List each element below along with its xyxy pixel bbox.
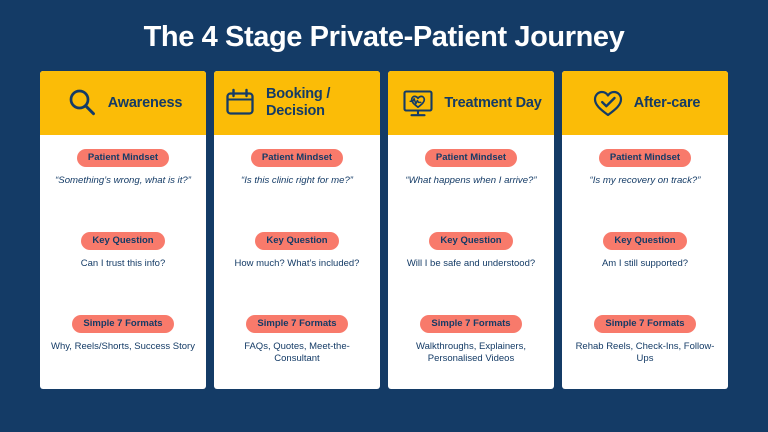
formats-section: Simple 7 Formats Rehab Reels, Check-Ins,… (569, 314, 721, 367)
stage-card-header-booking-decision: Booking / Decision (214, 70, 380, 135)
question-section: Key Question Am I still supported? (569, 231, 721, 271)
mindset-text: “Is this clinic right for me?” (241, 174, 353, 186)
patient-mindset-badge: Patient Mindset (76, 148, 170, 167)
formats-section: Simple 7 Formats FAQs, Quotes, Meet-the-… (221, 314, 373, 367)
stage-card-header-after-care: After-care (562, 70, 728, 135)
question-section: Key Question Can I trust this info? (47, 231, 199, 271)
question-text: Can I trust this info? (80, 257, 166, 269)
formats-text: FAQs, Quotes, Meet-the-Consultant (244, 340, 350, 365)
stage-card-booking-decision: Booking / Decision Patient Mindset “Is t… (214, 70, 380, 389)
stage-card-title-awareness: Awareness (107, 94, 183, 111)
stage-card-header-awareness: Awareness (40, 70, 206, 135)
patient-mindset-badge: Patient Mindset (424, 148, 518, 167)
stage-card-body-awareness: Patient Mindset “Something’s wrong, what… (40, 135, 206, 389)
heart-check-icon (590, 85, 626, 121)
mindset-text: “What happens when I arrive?” (405, 174, 537, 186)
key-question-badge: Key Question (603, 231, 687, 250)
key-question-badge: Key Question (255, 231, 339, 250)
monitor-heartbeat-icon (400, 85, 436, 121)
stage-card-title-treatment-day: Treatment Day (444, 94, 542, 111)
mindset-section: Patient Mindset “Something’s wrong, what… (47, 148, 199, 188)
stage-cards-row: Awareness Patient Mindset “Something’s w… (40, 70, 728, 389)
stage-card-header-treatment-day: Treatment Day (388, 70, 554, 135)
simple-7-formats-badge: Simple 7 Formats (594, 314, 696, 333)
simple-7-formats-badge: Simple 7 Formats (72, 314, 174, 333)
key-question-badge: Key Question (429, 231, 513, 250)
stage-card-body-booking-decision: Patient Mindset “Is this clinic right fo… (214, 135, 380, 389)
question-section: Key Question Will I be safe and understo… (395, 231, 547, 271)
patient-mindset-badge: Patient Mindset (598, 148, 692, 167)
key-question-badge: Key Question (81, 231, 165, 250)
formats-text: Why, Reels/Shorts, Success Story (51, 340, 195, 352)
mindset-section: Patient Mindset “Is this clinic right fo… (221, 148, 373, 188)
question-section: Key Question How much? What’s included? (221, 231, 373, 271)
mindset-section: Patient Mindset “Is my recovery on track… (569, 148, 721, 188)
question-text: Am I still supported? (601, 257, 689, 269)
stage-card-title-after-care: After-care (633, 94, 701, 111)
calendar-icon (222, 85, 258, 121)
formats-text: Walkthroughs, Explainers, Personalised V… (415, 340, 526, 365)
stage-card-body-after-care: Patient Mindset “Is my recovery on track… (562, 135, 728, 389)
mindset-text: “Something’s wrong, what is it?” (55, 174, 191, 186)
simple-7-formats-badge: Simple 7 Formats (420, 314, 522, 333)
question-text: How much? What’s included? (234, 257, 360, 269)
simple-7-formats-badge: Simple 7 Formats (246, 314, 348, 333)
magnifying-glass-icon (64, 85, 100, 121)
stage-card-after-care: After-care Patient Mindset “Is my recove… (562, 70, 728, 389)
stage-card-awareness: Awareness Patient Mindset “Something’s w… (40, 70, 206, 389)
patient-mindset-badge: Patient Mindset (250, 148, 344, 167)
formats-section: Simple 7 Formats Why, Reels/Shorts, Succ… (47, 314, 199, 354)
stage-card-treatment-day: Treatment Day Patient Mindset “What happ… (388, 70, 554, 389)
formats-text: Rehab Reels, Check-Ins, Follow-Ups (575, 340, 715, 365)
mindset-text: “Is my recovery on track?” (589, 174, 701, 186)
stage-card-title-booking-decision: Booking / Decision (266, 86, 331, 119)
stage-card-body-treatment-day: Patient Mindset “What happens when I arr… (388, 135, 554, 389)
question-text: Will I be safe and understood? (406, 257, 536, 269)
formats-section: Simple 7 Formats Walkthroughs, Explainer… (395, 314, 547, 367)
mindset-section: Patient Mindset “What happens when I arr… (395, 148, 547, 188)
page-title: The 4 Stage Private-Patient Journey (143, 21, 625, 53)
